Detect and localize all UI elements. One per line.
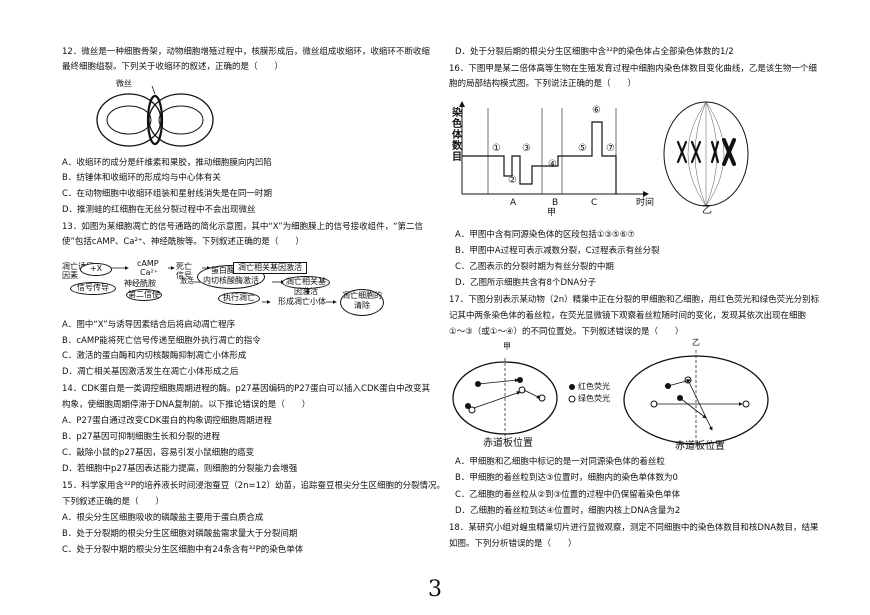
q16-segment-2: ② [508, 175, 517, 186]
q17-cells-figure [452, 350, 769, 445]
q15-option-d: D．处于分裂后期的根尖分生区细胞中含³²P的染色体占全部染色体数的1/2 [455, 47, 734, 57]
q13-camp-label: cAMP [137, 259, 159, 268]
q16-option-a: A．甲图中含有同源染色体的区段包括①③⑤⑥⑦ [455, 230, 635, 240]
q16-segment-4: ④ [548, 159, 557, 170]
q16-cell-figure [663, 101, 749, 207]
q16-option-c: C．乙图表示的分裂时期为有丝分裂的中期 [455, 262, 614, 272]
q12-contractile-ring-figure [96, 85, 214, 147]
q16-figure-a-label: 甲 [547, 208, 557, 218]
q17-option-b: B．甲细胞的着丝粒到达③位置时，细胞内的染色单体数为0 [455, 473, 678, 483]
q17-stem-2: 记其中两条染色体的着丝粒，在荧光显微镜下观察着丝粒随时间的变化，发现其依次出现在… [449, 311, 807, 321]
q14-option-a: A．P27蛋白通过改变CDK蛋白的构象调控细胞周期进程 [62, 416, 272, 426]
q13-stem-1: 13．如图为某细胞凋亡的信号通路的简化示意图，其中“X”为细胞膜上的信号接收组件… [62, 222, 424, 232]
q13-stem-2: 使”包括cAMP、Ca²⁺、神经酰胺等。下列叙述正确的是（ ） [62, 237, 304, 247]
q13-protease-line2: 内切核酸酶激活 [203, 276, 259, 285]
q13-second-messenger: 第二信使 [126, 289, 162, 301]
q15-option-c: C．处于分裂中期的根尖分生区细胞中有24条含有³²P的染色单体 [62, 545, 304, 555]
q13-apoptotic-body-label: 形成凋亡小体 [278, 297, 326, 306]
q12-microfilament-label: 微丝 [116, 79, 132, 88]
q16-option-b: B．甲图中A过程可表示减数分裂，C过程表示有丝分裂 [455, 246, 660, 256]
q17-option-d: D．乙细胞的着丝粒到达④位置时，细胞内核上DNA含量为2 [455, 506, 681, 516]
q14-stem-1: 14．CDK蛋白是一类调控细胞周期进程的酶。p27基因编码的P27蛋白可以插入C… [62, 384, 431, 394]
q13-gene-activation-2: 凋亡相关基因激活 [282, 276, 330, 296]
q17-plate-label-a: 赤道板位置 [483, 438, 533, 449]
q12-option-b: B．纺锤体和收缩环的形成均与中心体有关 [62, 173, 221, 183]
q13-protease-line1: 蛋白酶激活 [211, 266, 251, 275]
q13-clearance: 凋亡细胞的清除 [340, 289, 384, 316]
q18-stem-2: 如图。下列分析错误的是（ ） [449, 539, 577, 549]
q16-y-axis-label: 染色体数目 [452, 108, 462, 163]
q13-gene-activation: 凋亡相关基因激活 [233, 262, 307, 274]
q12-option-d: D．推测蛙的红细胞在无丝分裂过程中不会出现微丝 [62, 205, 256, 215]
q17-legend-green: 绿色荧光 [578, 394, 610, 403]
q13-option-a: A．图中“X”与诱导因素结合后将启动凋亡程序 [62, 320, 236, 330]
q16-stem-2: 胞的局部结构模式图。下列说法正确的是（ ） [449, 79, 637, 89]
q17-plate-label-b: 赤道板位置 [675, 441, 725, 452]
q17-stem-1: 17．下图分别表示某动物（2n）精巢中正在分裂的甲细胞和乙细胞，用红色荧光和绿色… [449, 295, 820, 305]
q16-segment-3: ③ [522, 143, 531, 154]
q13-option-d: D．凋亡相关基因激活发生在凋亡小体形成之后 [62, 367, 239, 377]
q16-stem-1: 16．下图甲是某二倍体高等生物在生殖发育过程中细胞内染色体数目变化曲线，乙是该生… [449, 64, 817, 74]
q16-chromosome-graph [459, 101, 649, 197]
q13-ceramide-label: 神经酰胺 [124, 279, 156, 288]
q16-curve [462, 121, 617, 194]
q13-x-receptor: +X [80, 263, 112, 276]
q14-option-c: C．敲除小鼠的p27基因，容易引发小鼠细胞的癌变 [62, 448, 255, 458]
q14-stem-2: 构象，使细胞周期停滞于DNA复制前。以下推论错误的是（ ） [62, 400, 311, 410]
q17-figure-b-label: 乙 [692, 338, 700, 347]
q13-death-signal-label: 死亡信号 [176, 262, 192, 280]
q17-option-c: C．乙细胞的着丝粒从②到③位置的过程中仍保留着染色单体 [455, 490, 681, 500]
q13-signal-transduction: 信号传导 [70, 282, 116, 295]
q16-figure-b-label: 乙 [702, 205, 712, 216]
q13-inducer-label: 凋亡诱导因素 [62, 262, 94, 280]
q14-option-d: D．若细胞中p27基因表达能力提高，则细胞的分裂能力会增强 [62, 464, 298, 474]
q13-option-c: C．激活的蛋白酶和内切核酸酶抑制凋亡小体形成 [62, 351, 247, 361]
q16-segment-1: ① [492, 143, 501, 154]
q13-activate-label: 激活 [180, 277, 194, 285]
q17-option-a: A．甲细胞和乙细胞中标记的是一对同源染色体的着丝粒 [455, 457, 665, 467]
q16-option-d: D．乙图所示细胞共含有8个DNA分子 [455, 278, 597, 288]
q16-stage-c: C [591, 198, 598, 208]
q15-stem-1: 15．科学家用含³²P的培养液长时间浸泡蚕豆（2n=12）幼苗，追踪蚕豆根尖分生… [62, 481, 445, 491]
q13-option-b: B．cAMP能将死亡信号传递至细胞外执行凋亡的指令 [62, 336, 261, 346]
q13-ca-label: Ca²⁺ [140, 268, 158, 277]
q18-stem-1: 18．某研究小组对蝗虫精巢切片进行显微观察，测定不同细胞中的染色体数目和核DNA… [449, 523, 819, 533]
q16-segment-7: ⑦ [606, 143, 615, 154]
q12-stem-1: 12．微丝是一种细胞骨架，动物细胞增殖过程中，核膜形成后，微丝组成收缩环，收缩环… [62, 47, 430, 57]
q15-stem-2: 下列叙述正确的是（ ） [62, 497, 165, 507]
q13-execute-apoptosis: 执行凋亡 [218, 292, 260, 305]
q14-option-b: B．p27基因可抑制细胞生长和分裂的进程 [62, 432, 221, 442]
q12-option-c: C．在动物细胞中收缩环组装和星射线消失是在同一时期 [62, 189, 272, 199]
q12-stem-2: 最终细胞缢裂。下列关于收缩环的叙述，正确的是（ ） [62, 62, 284, 72]
q16-stage-b: B [552, 198, 559, 208]
q12-option-a: A．收缩环的成分是纤维素和果胶，推动细胞膜向内凹陷 [62, 158, 272, 168]
q16-segment-5: ⑤ [578, 143, 587, 154]
q16-time-label: 时间 [636, 198, 655, 208]
q16-stage-a: A [510, 198, 517, 208]
q16-segment-6: ⑥ [592, 105, 601, 116]
q17-figure-a-label: 甲 [503, 342, 511, 351]
q17-stem-3: ①～③（或①～④）的不同位置处。下列叙述错误的是（ ） [449, 327, 684, 337]
q15-option-a: A．根尖分生区细胞吸收的磷酸盐主要用于蛋白质合成 [62, 513, 264, 523]
q17-legend-red: 红色荧光 [578, 382, 610, 391]
q15-option-b: B．处于分裂期的根尖分生区细胞对磷酸盐需求量大于分裂间期 [62, 529, 298, 539]
page-number: 3 [428, 577, 442, 602]
